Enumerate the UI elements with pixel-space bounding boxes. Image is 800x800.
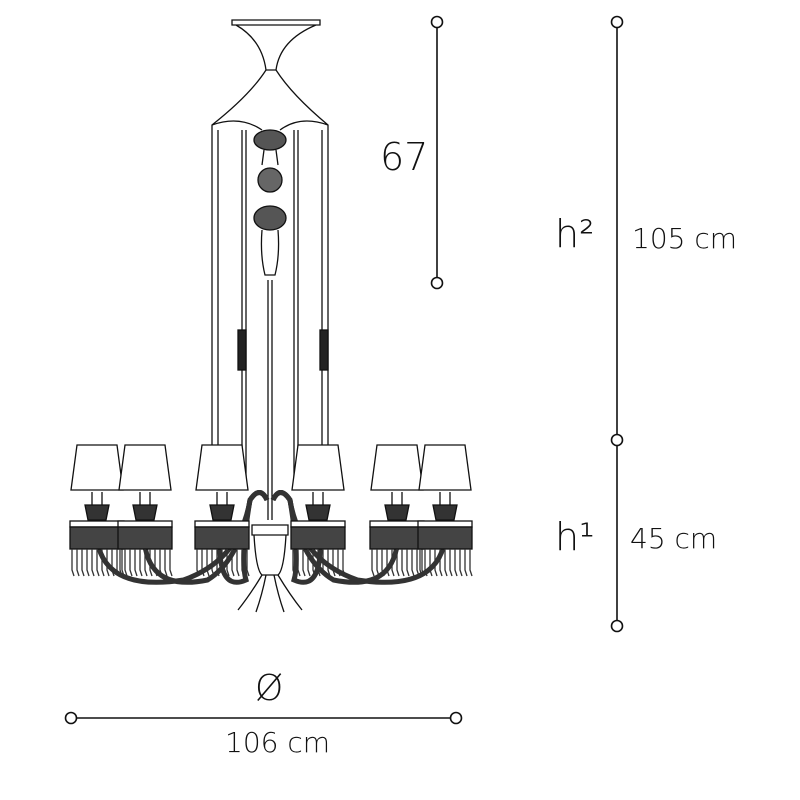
crystal-band [69,526,125,550]
crystal-drops [71,549,125,577]
crystal-band [117,526,173,550]
lampshade [70,444,124,491]
stem-lower [260,229,280,276]
candle [391,492,403,505]
lampshade [195,444,249,491]
lamp [417,444,473,577]
rod-ornament [237,329,247,371]
lampshade [418,444,472,491]
h1-label: h¹ [555,515,595,559]
bobeche [384,504,410,521]
center-body [251,524,289,576]
candle [312,492,324,505]
candle [139,492,151,505]
center-legs [237,574,303,613]
lamp [69,444,125,577]
dim-endpoint [610,619,624,633]
stem-ornament [253,129,287,151]
dim-endpoint [610,15,624,29]
diameter-value: 106 cm [225,726,331,759]
bobeche [432,504,458,521]
dim-endpoint [610,433,624,447]
bobeche [132,504,158,521]
bobeche [84,504,110,521]
h1-value: 45 cm [630,522,718,555]
support-rods [211,130,329,520]
crystal-drops [419,549,473,577]
candle [439,492,451,505]
h2-value: 105 cm [632,222,738,255]
lampshade [118,444,172,491]
crystal-ring [290,520,346,528]
crystal-band [290,526,346,550]
rod-ornament [319,329,329,371]
bobeche [209,504,235,521]
lamp [290,444,346,577]
crystal-band [369,526,425,550]
canopy-frame [211,69,329,131]
lamp [117,444,173,577]
candle [216,492,228,505]
crystal-ring [117,520,173,528]
stem-ornament [253,205,287,231]
crystal-drops [292,549,346,577]
crystal-ring [69,520,125,528]
crystal-ring [417,520,473,528]
chandelier [69,19,473,613]
crystal-drops [119,549,173,577]
diameter-symbol: Ø [255,668,284,709]
candle [91,492,103,505]
bobeche [305,504,331,521]
stem-ball [257,167,283,193]
h2-label: h² [555,212,595,256]
crystal-ring [369,520,425,528]
canopy [231,19,321,71]
lamp [194,444,250,577]
crystal-drops [371,549,425,577]
dim-endpoint [449,711,463,725]
lamp [369,444,425,577]
dim-endpoint [430,276,444,290]
lamps [69,444,473,577]
dim-endpoint [64,711,78,725]
crystal-drops [196,549,250,577]
stem [261,149,279,166]
dimension-lines [64,15,624,725]
dimension-67: 67 [380,135,429,179]
crystal-ring [194,520,250,528]
lampshade [370,444,424,491]
lampshade [291,444,345,491]
crystal-band [194,526,250,550]
crystal-band [417,526,473,550]
dim-endpoint [430,15,444,29]
